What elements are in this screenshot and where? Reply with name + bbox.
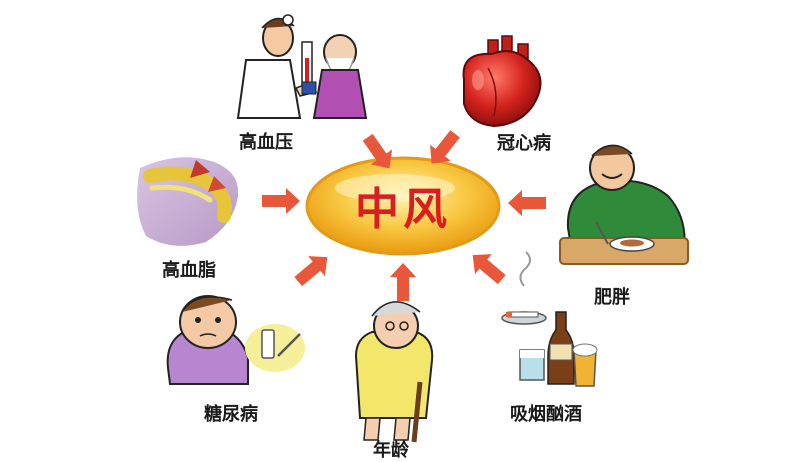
- factor-label-diabetes: 糖尿病: [204, 404, 258, 425]
- arrow-coronary: [430, 130, 460, 164]
- heart-icon: [462, 35, 542, 128]
- arrow-hyperlipidemia: [262, 188, 300, 214]
- factor-label-smoking-drinking: 吸烟酗酒: [510, 404, 582, 425]
- factor-label-obesity: 肥胖: [594, 287, 630, 308]
- factor-label-hyperlipidemia: 高血脂: [162, 260, 216, 281]
- factor-label-hypertension: 高血压: [239, 132, 293, 153]
- arrow-obesity: [508, 190, 546, 216]
- overweight-man-icon: [559, 144, 689, 265]
- arrow-smoking-drinking: [472, 254, 506, 285]
- factor-label-age: 年龄: [373, 440, 409, 461]
- center-label-stroke: 中风: [355, 184, 451, 235]
- doctor-patient-icon: [236, 14, 368, 119]
- cigarette-beer-icon: [501, 251, 598, 387]
- arrow-diabetes: [294, 256, 328, 287]
- elderly-woman-icon: [354, 301, 434, 443]
- arrow-age: [390, 263, 416, 301]
- factor-label-coronary: 冠心病: [497, 133, 551, 154]
- arrow-hypertension: [362, 133, 393, 169]
- sick-child-icon: [166, 295, 305, 385]
- center-oval: [305, 156, 501, 256]
- artery-plaque-icon: [137, 157, 239, 246]
